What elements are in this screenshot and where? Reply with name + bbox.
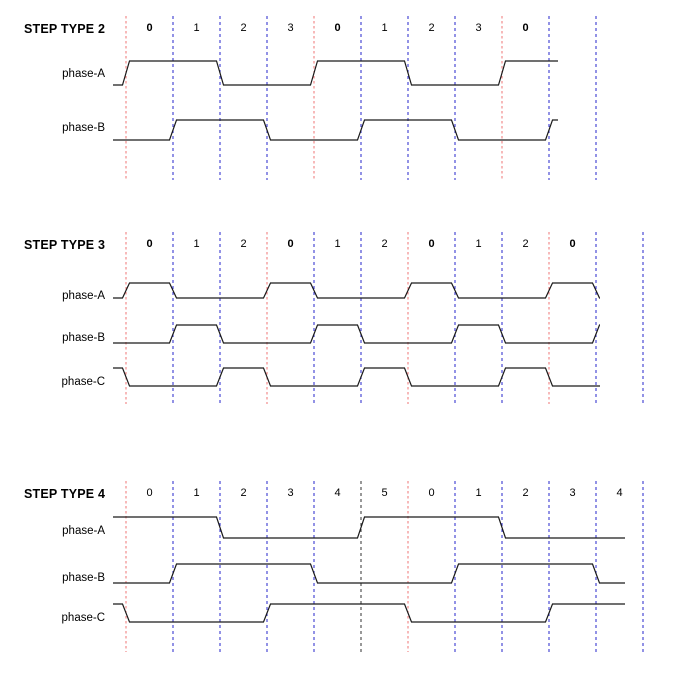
step-number: 1 — [193, 22, 200, 34]
waveform-phase-B — [113, 119, 558, 141]
step-number: 0 — [146, 22, 153, 34]
waveform-phase-C — [113, 603, 625, 623]
step-number: 1 — [334, 238, 341, 250]
step-number: 0 — [569, 238, 576, 250]
step-number: 3 — [287, 22, 294, 34]
waveform-phase-B — [113, 563, 625, 584]
step-number: 1 — [475, 238, 482, 250]
step-number: 0 — [334, 22, 341, 34]
step-number: 4 — [616, 487, 623, 499]
phase-label-phase-A: phase-A — [62, 68, 105, 80]
waveform-phase-B — [113, 324, 601, 344]
phase-label-phase-C: phase-C — [61, 612, 105, 624]
step-number: 2 — [522, 238, 529, 250]
step-number: 2 — [428, 22, 435, 34]
step-number: 0 — [146, 238, 153, 250]
step-number: 3 — [569, 487, 576, 499]
step-number: 0 — [522, 22, 529, 34]
phase-label-phase-B: phase-B — [62, 122, 105, 134]
step-number: 1 — [381, 22, 388, 34]
step-number: 5 — [381, 487, 388, 499]
step-number: 0 — [428, 487, 435, 499]
phase-label-phase-A: phase-A — [62, 525, 105, 537]
waveform-phase-A — [113, 282, 601, 299]
step-number: 2 — [240, 238, 247, 250]
phase-label-phase-A: phase-A — [62, 290, 105, 302]
block-title-step-type-4: STEP TYPE 4 — [24, 487, 106, 501]
step-number: 4 — [334, 487, 341, 499]
step-number: 2 — [240, 22, 247, 34]
step-number: 3 — [475, 22, 482, 34]
waveform-phase-A — [113, 60, 558, 86]
phase-label-phase-B: phase-B — [62, 572, 105, 584]
step-number: 0 — [146, 487, 153, 499]
step-number: 0 — [287, 238, 294, 250]
waveform-phase-C — [113, 367, 600, 387]
phase-label-phase-C: phase-C — [61, 376, 105, 388]
step-number: 2 — [522, 487, 529, 499]
step-number: 1 — [193, 238, 200, 250]
waveform-phase-A — [113, 516, 625, 539]
step-number: 1 — [193, 487, 200, 499]
step-number: 0 — [428, 238, 435, 250]
step-number: 3 — [287, 487, 294, 499]
step-number: 1 — [475, 487, 482, 499]
block-title-step-type-2: STEP TYPE 2 — [24, 22, 106, 36]
step-number: 2 — [240, 487, 247, 499]
step-number: 2 — [381, 238, 388, 250]
block-title-step-type-3: STEP TYPE 3 — [24, 238, 106, 252]
phase-label-phase-B: phase-B — [62, 332, 105, 344]
